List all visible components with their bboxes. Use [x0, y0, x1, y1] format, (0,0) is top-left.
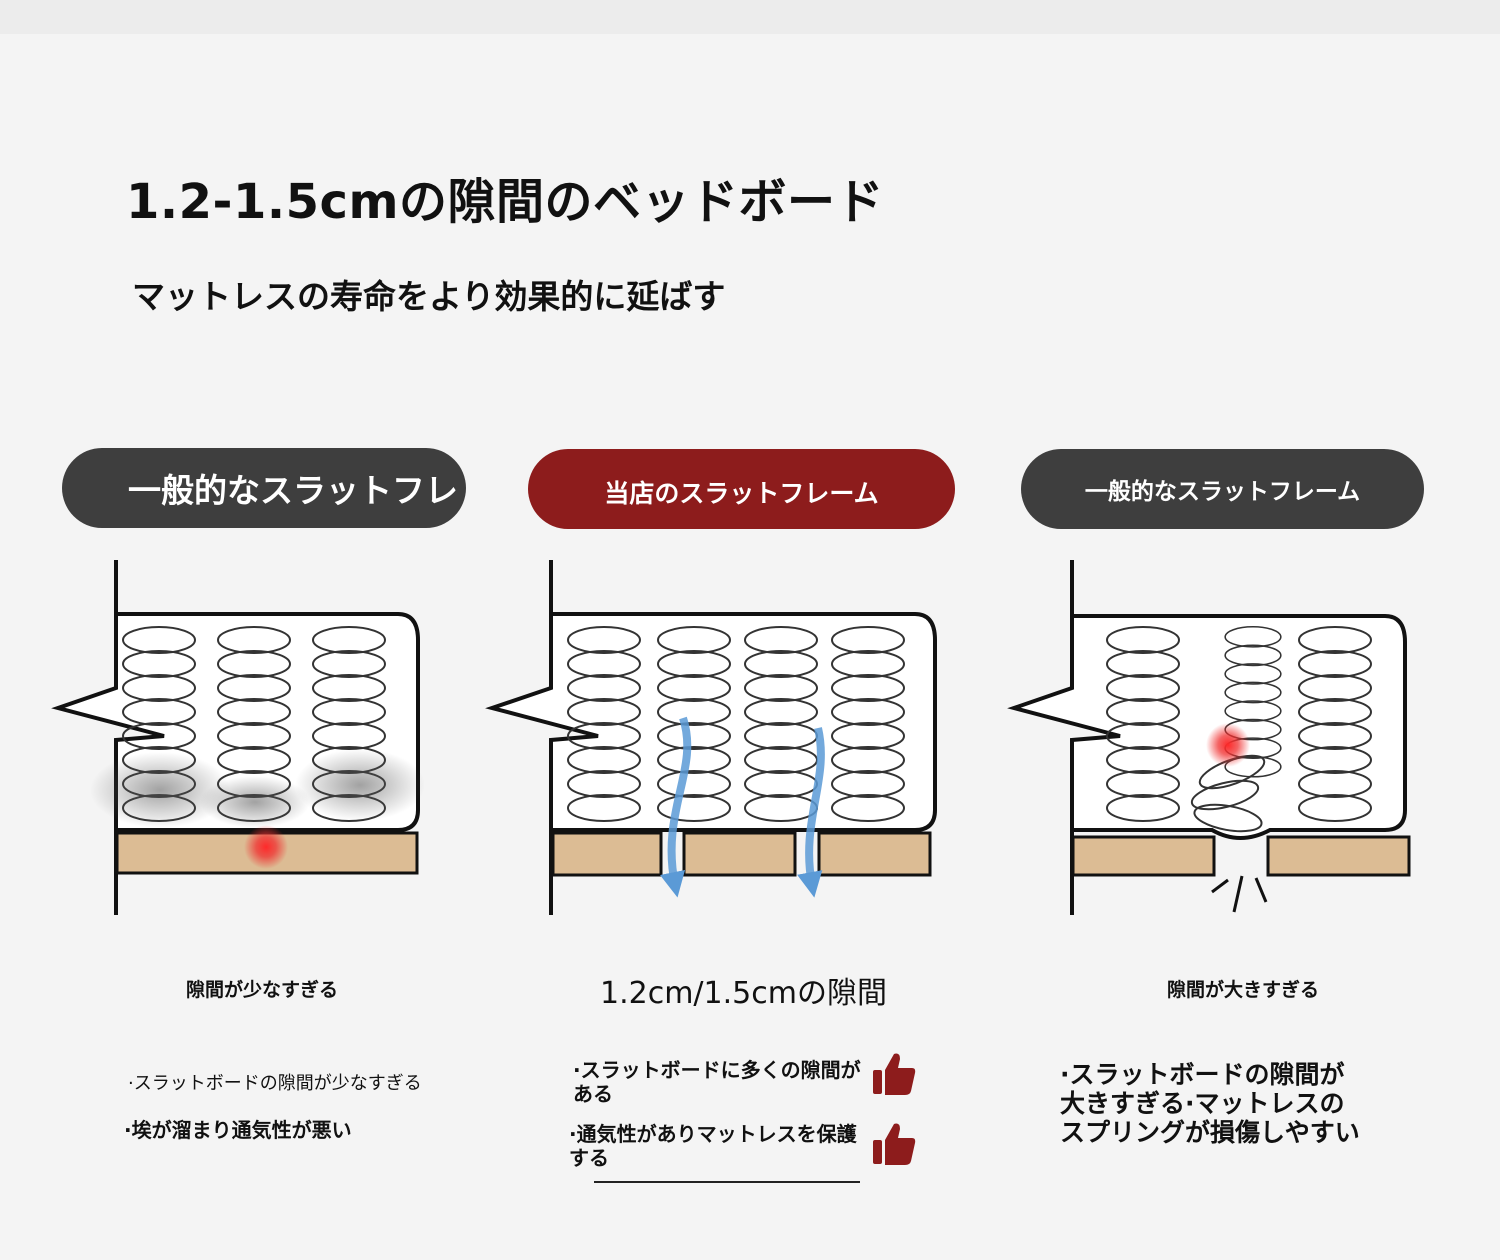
badge-our-frame: 当店のスラットフレーム [528, 449, 955, 529]
slat-comparison-illustrations [51, 560, 1411, 915]
badge-common-frame-right: 一般的なスラットフレーム [1021, 449, 1424, 529]
note-left-2: ·埃が溜まり通気性が悪い [124, 1118, 352, 1142]
note-center-1: ·スラットボードに多くの隙間がある [573, 1058, 861, 1106]
label-gap-too-large: 隙間が大きすぎる [1167, 979, 1320, 1001]
badge-our-frame-text: 当店のスラットフレーム [604, 479, 879, 508]
illustration-left [51, 560, 425, 915]
top-band [0, 0, 1500, 34]
thumbs-up-icon [873, 1123, 916, 1165]
label-gap-too-small: 隙間が少なすぎる [186, 979, 339, 1001]
note-center-underline [594, 1181, 860, 1183]
page-subtitle: マットレスの寿命をより効果的に延ばす [132, 277, 726, 316]
thumbs-up-icon [873, 1053, 916, 1095]
illustration-right [1007, 560, 1411, 915]
badge-common-frame-left: 一般的なスラットフレ [62, 448, 466, 528]
note-left-1: ·スラットボードの隙間が少なすぎる [128, 1073, 422, 1094]
badge-common-frame-left-text: 一般的なスラットフレ [128, 471, 458, 510]
label-gap-size: 1.2cm/1.5cmの隙間 [600, 976, 887, 1011]
illustration-center [485, 560, 937, 915]
note-center-2: ·通気性がありマットレスを保護する [569, 1122, 857, 1170]
note-right: ·スラットボードの隙間が大きすぎる·マットレスのスプリングが損傷しやすい [1060, 1060, 1360, 1147]
badge-common-frame-right-text: 一般的なスラットフレーム [1084, 479, 1361, 505]
page-title: 1.2-1.5cmの隙間のベッドボード [126, 174, 884, 230]
